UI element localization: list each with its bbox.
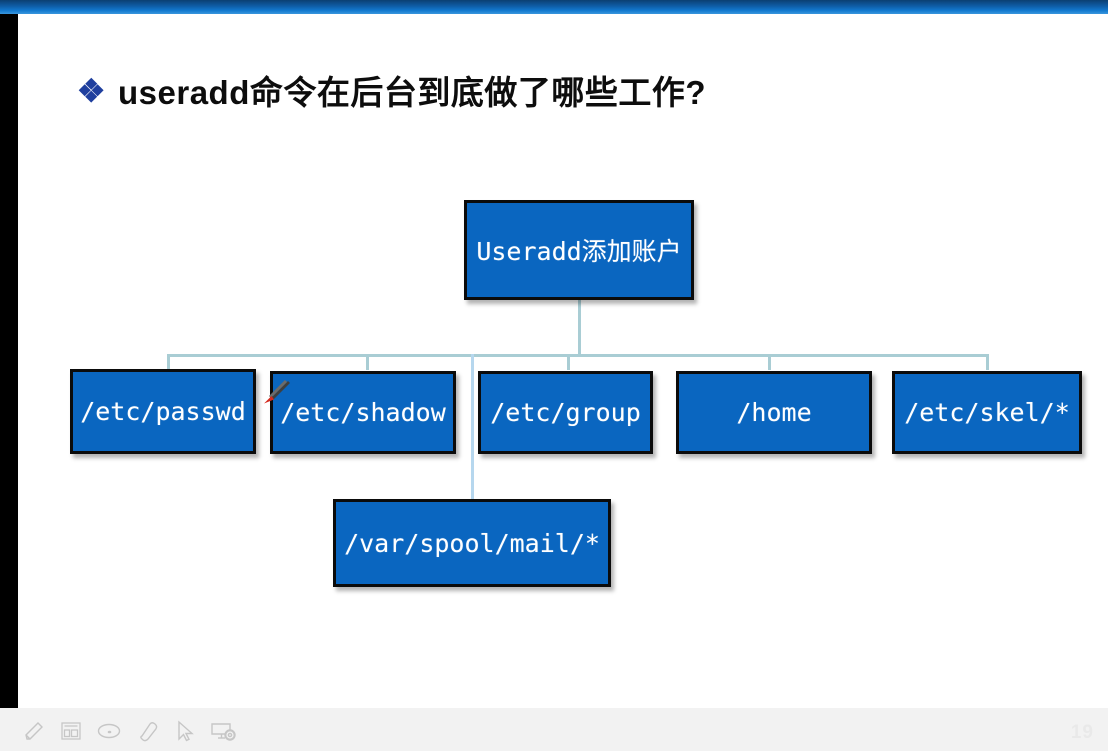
presenter-toolbar-icons bbox=[22, 719, 237, 743]
pointer-arrow-icon[interactable] bbox=[174, 719, 196, 743]
connector-drop-shadow bbox=[366, 354, 369, 370]
node-var-spool-mail[interactable]: /var/spool/mail/* bbox=[333, 499, 611, 587]
slide-title-row: useradd命令在后台到底做了哪些工作? bbox=[78, 66, 706, 114]
node-root[interactable]: Useradd添加账户 bbox=[464, 200, 694, 300]
top-accent-band bbox=[0, 0, 1108, 14]
node-home[interactable]: /home bbox=[676, 371, 872, 454]
pen-cursor-icon bbox=[258, 378, 292, 412]
node-root-label: Useradd添加账户 bbox=[476, 237, 682, 266]
connector-horizontal-bus bbox=[167, 354, 989, 357]
connector-drop-skel bbox=[986, 354, 989, 370]
display-settings-icon[interactable] bbox=[209, 719, 237, 743]
eraser-icon[interactable] bbox=[135, 719, 161, 743]
node-etc-skel-label: /etc/skel/* bbox=[904, 398, 1070, 427]
connector-drop-mail bbox=[471, 354, 474, 500]
presenter-toolbar bbox=[0, 708, 1108, 751]
node-etc-passwd[interactable]: /etc/passwd bbox=[70, 369, 256, 454]
slide-canvas: useradd命令在后台到底做了哪些工作? Useradd添加账户 /etc/p… bbox=[18, 14, 1108, 708]
node-var-spool-mail-label: /var/spool/mail/* bbox=[344, 528, 600, 558]
connector-drop-home bbox=[768, 354, 771, 370]
node-etc-shadow-label: /etc/shadow bbox=[280, 398, 446, 427]
node-etc-passwd-label: /etc/passwd bbox=[80, 397, 246, 426]
page-title: useradd命令在后台到底做了哪些工作? bbox=[118, 74, 707, 111]
slide-grid-icon[interactable] bbox=[59, 719, 83, 743]
org-chart: Useradd添加账户 /etc/passwd /etc/shadow /etc… bbox=[18, 14, 1108, 708]
diamond-bullet-icon bbox=[78, 77, 104, 103]
highlighter-icon[interactable] bbox=[96, 719, 122, 743]
connector-drop-group bbox=[567, 354, 570, 370]
node-etc-shadow[interactable]: /etc/shadow bbox=[270, 371, 456, 454]
connector-drop-passwd bbox=[167, 354, 170, 370]
node-etc-skel[interactable]: /etc/skel/* bbox=[892, 371, 1082, 454]
node-etc-group-label: /etc/group bbox=[490, 398, 641, 427]
connector-root-stem bbox=[578, 298, 581, 356]
node-home-label: /home bbox=[736, 398, 812, 427]
page-number: 19 bbox=[1070, 722, 1094, 743]
pen-icon[interactable] bbox=[22, 719, 46, 743]
node-etc-group[interactable]: /etc/group bbox=[478, 371, 653, 454]
left-margin bbox=[0, 14, 18, 708]
